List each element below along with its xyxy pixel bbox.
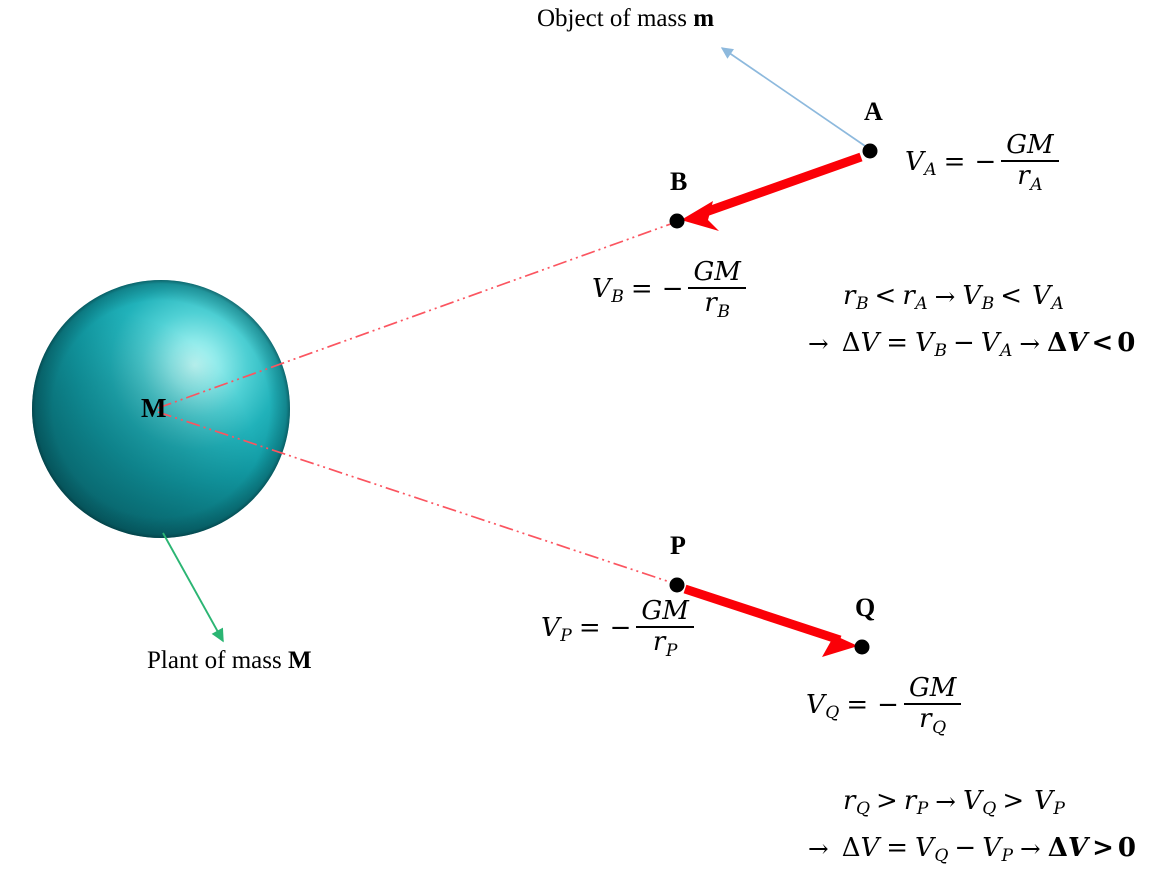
formula-v-q-subscript: Q xyxy=(825,703,840,724)
denominator: rB xyxy=(704,288,730,322)
object-caption-text: Object of mass xyxy=(537,5,694,32)
formula-v-p: VP = − GM rP xyxy=(541,596,695,661)
minus-sign: − xyxy=(661,273,684,304)
planet-caption-text: Plant of mass xyxy=(147,647,288,674)
denominator: rP xyxy=(652,627,678,661)
numerator: GM xyxy=(693,257,741,287)
point-q-dot xyxy=(854,639,870,655)
formula-v-p-subscript: P xyxy=(560,626,572,647)
planet-caption: Plant of mass M xyxy=(147,647,312,674)
formula-v-a: VA = − GM rA xyxy=(905,130,1060,195)
minus-sign: − xyxy=(952,328,975,358)
formula-v-a-symbol: V xyxy=(905,146,924,177)
less-than-sign: < xyxy=(874,281,897,311)
vector-p-to-q xyxy=(683,584,858,657)
equals-sign: = xyxy=(943,146,966,177)
point-p-dot xyxy=(669,577,685,593)
planet-sphere xyxy=(32,280,290,538)
minus-sign: − xyxy=(954,833,977,863)
radius-line-m-to-b xyxy=(157,220,680,409)
formula-v-q: VQ = − GM rQ xyxy=(806,673,962,738)
conclusion-bottom-line1: rQ > rP → VQ > VP xyxy=(843,786,1065,820)
minus-sign: − xyxy=(877,689,899,720)
fraction-bar xyxy=(903,703,962,706)
point-b-dot xyxy=(669,213,685,229)
conclusion-top-line1: rB < rA → VB < VA xyxy=(843,281,1064,315)
formula-v-b-subscript: B xyxy=(611,287,624,308)
minus-sign: − xyxy=(609,612,632,643)
implies-arrow: → xyxy=(808,833,829,863)
equals-sign: = xyxy=(846,689,869,720)
zero-value: 0 xyxy=(1117,328,1136,358)
vector-a-to-b xyxy=(681,152,863,231)
point-a-dot xyxy=(862,143,878,159)
denominator: rA xyxy=(1017,161,1043,195)
formula-v-q-symbol: V xyxy=(806,689,825,720)
fraction-gm-over-rb: GM rB xyxy=(688,257,746,322)
implies-arrow: → xyxy=(1020,833,1041,863)
fraction-bar xyxy=(636,626,694,629)
minus-sign: − xyxy=(974,146,997,177)
implies-arrow: → xyxy=(935,786,956,816)
numerator: GM xyxy=(1006,130,1054,160)
formula-v-b: VB = − GM rB xyxy=(592,257,747,322)
radius-line-m-to-p xyxy=(157,411,680,586)
formula-v-b-symbol: V xyxy=(592,273,611,304)
implies-arrow: → xyxy=(934,281,956,311)
zero-value: 0 xyxy=(1117,833,1136,863)
implies-arrow: → xyxy=(1019,328,1041,358)
point-q-label: Q xyxy=(855,593,876,622)
numerator: GM xyxy=(908,673,957,703)
fraction-bar xyxy=(1001,160,1059,163)
fraction-gm-over-rp: GM rP xyxy=(636,596,694,661)
formula-v-p-symbol: V xyxy=(541,612,560,643)
point-b-label: B xyxy=(670,167,688,196)
fraction-gm-over-ra: GM rA xyxy=(1001,130,1059,195)
implies-arrow: → xyxy=(808,328,829,358)
object-pointer-arrow xyxy=(720,47,869,149)
equals-sign: = xyxy=(886,833,909,863)
numerator: GM xyxy=(641,596,689,626)
conclusion-top-line2: → ΔV = VB − VA → ΔV < 0 xyxy=(808,328,1136,362)
equals-sign: = xyxy=(630,273,653,304)
equals-sign: = xyxy=(578,612,601,643)
conclusion-bottom-line2: → ΔV = VQ − VP → ΔV > 0 xyxy=(808,833,1136,867)
point-a-label: A xyxy=(864,97,883,126)
greater-than-sign: > xyxy=(1092,833,1114,863)
denominator: rQ xyxy=(919,704,947,738)
greater-than-sign: > xyxy=(1002,786,1025,816)
fraction-gm-over-rq: GM rQ xyxy=(903,673,962,738)
planet-caption-symbol: M xyxy=(287,647,312,674)
greater-than-sign: > xyxy=(876,786,898,816)
less-than-sign: < xyxy=(1000,281,1023,311)
planet-pointer-arrow xyxy=(162,532,224,643)
equals-sign: = xyxy=(886,328,909,358)
planet-center-label: M xyxy=(141,393,167,423)
less-than-sign: < xyxy=(1091,328,1114,358)
point-p-label: P xyxy=(670,531,686,560)
delta-symbol: Δ xyxy=(841,328,861,358)
object-caption-symbol: m xyxy=(693,5,715,32)
formula-v-a-subscript: A xyxy=(924,160,937,181)
fraction-bar xyxy=(688,287,746,290)
object-caption: Object of mass m xyxy=(537,5,715,32)
